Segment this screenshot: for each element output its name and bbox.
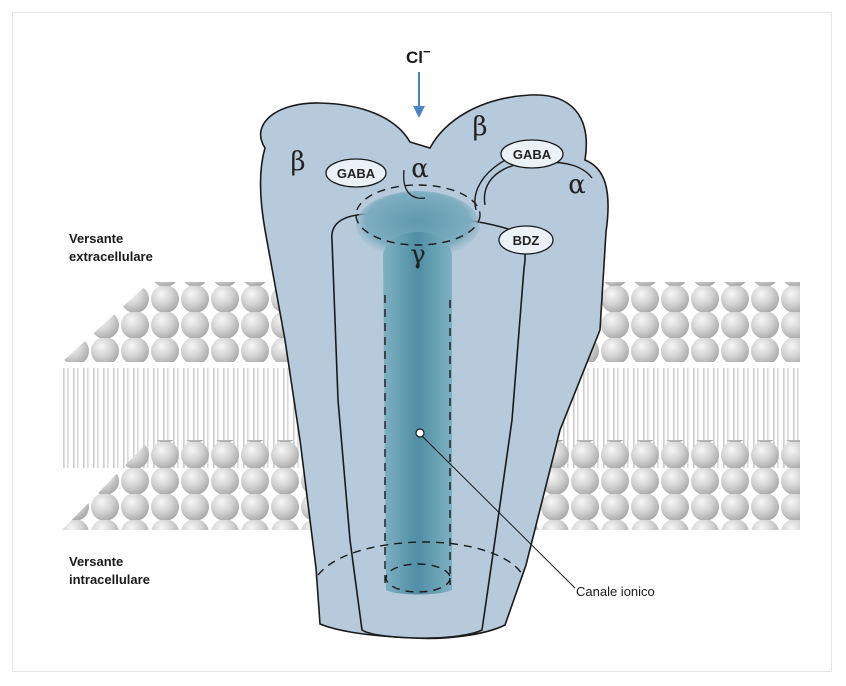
subunit-beta-left-label: β bbox=[290, 147, 305, 177]
channel-centre-dot bbox=[416, 429, 424, 437]
binding-site-gaba-left: GABA bbox=[326, 159, 386, 187]
intracellular-label-line2: intracellulare bbox=[69, 572, 150, 587]
receptor bbox=[260, 95, 608, 639]
binding-site-bdz: BDZ bbox=[499, 226, 553, 254]
subunit-gamma-label: γ bbox=[410, 240, 426, 270]
subunit-alpha-top-label: α bbox=[411, 154, 429, 184]
subunit-beta-right-label: β bbox=[472, 112, 487, 142]
intracellular-label-line1: Versante bbox=[69, 554, 123, 569]
chloride-ion: Cl− bbox=[406, 44, 431, 118]
channel-callout-label: Canale ionico bbox=[576, 584, 655, 599]
gaba-left-label: GABA bbox=[337, 166, 376, 181]
gaba-right-label: GABA bbox=[513, 147, 552, 162]
bdz-label: BDZ bbox=[513, 233, 540, 248]
chloride-arrow-head bbox=[413, 106, 425, 118]
subunit-alpha-right-label: α bbox=[568, 170, 586, 200]
binding-site-gaba-right: GABA bbox=[501, 140, 563, 168]
extracellular-label-line2: extracellulare bbox=[69, 249, 153, 264]
chloride-symbol: Cl− bbox=[406, 44, 431, 67]
extracellular-label-line1: Versante bbox=[69, 231, 123, 246]
ion-channel bbox=[383, 232, 452, 595]
